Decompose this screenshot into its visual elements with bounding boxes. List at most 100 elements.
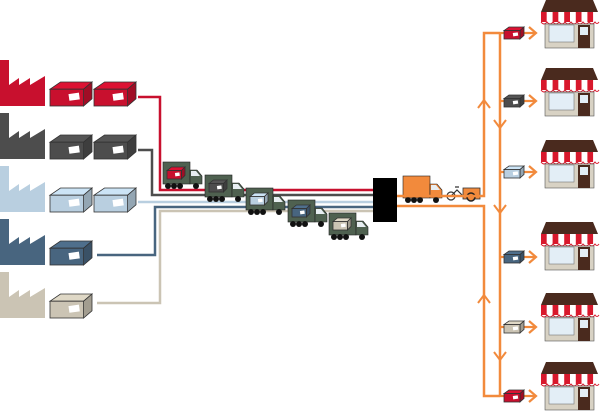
trucks [162,161,369,240]
truck-window [316,209,325,214]
supplier-row-dark-gray [0,113,138,160]
truck-wheel [359,234,365,240]
awning-stripe [541,152,547,162]
store-window [548,317,575,336]
awning-stripe [570,80,576,90]
box-label [512,171,519,176]
awning-edge [540,314,600,318]
awning-stripe [546,152,553,162]
store-icon-5 [540,293,600,342]
awning-stripe [541,305,547,315]
awning-stripe [575,374,582,384]
store-door-window [580,167,588,175]
awning-stripe [575,152,582,162]
truck-cargo-area [402,175,431,199]
truck-wheel [213,196,219,202]
store-awning [540,374,600,387]
truck-wheel [296,221,302,227]
truck-parcel-icon [165,166,186,180]
box-label [112,92,124,101]
truck-wheel [276,209,282,215]
store-awning [540,234,600,247]
delivery-truck-icon [402,175,443,203]
factory-icon [0,60,45,106]
awning-stripe [593,234,599,244]
truck-wheel [405,197,411,203]
last-mile [397,26,538,403]
route-line-north [397,31,500,198]
awning-stripe [546,234,553,244]
factory-icon [0,272,45,318]
awning-stripe [593,374,599,384]
truck-wheel [337,234,343,240]
store-parcel-icon [502,250,526,264]
arrow-up-icon [477,293,491,304]
awning-stripe [552,80,559,90]
awning-stripe [581,305,588,315]
awning-stripe [575,12,582,22]
box-front [503,254,521,264]
parcel-box-icon [48,134,94,160]
awning-stripe [558,234,565,244]
distribution-hub [373,178,397,222]
awning-edge [540,383,600,387]
factory-icon [0,219,45,265]
awning-stripe [593,152,599,162]
awning-stripe [541,80,547,90]
box-front [291,208,307,218]
factory-icon [0,166,45,212]
store-icon-2 [540,68,600,117]
awning-stripe [546,80,553,90]
awning-stripe [564,374,570,384]
truck-wheel [254,209,260,215]
truck-light-blue [245,187,286,215]
awning-stripe [552,12,559,22]
store-roof [541,140,598,152]
supplier-row-light-blue [0,166,138,213]
awning-stripe [564,152,570,162]
awning-stripe [575,305,582,315]
box-label [512,256,519,261]
stores [540,0,600,411]
awning-edge [540,89,600,93]
truck-wheel [248,209,254,215]
box-label [112,198,124,207]
awning-stripe [587,305,594,315]
routes [97,95,373,305]
store-roof [541,68,598,80]
truck-steel-blue [287,199,328,227]
awning-stripe [558,374,565,384]
box-front [503,393,521,403]
store-parcel-icon [502,26,526,40]
store-roof [541,222,598,234]
truck-wheel [171,183,177,189]
box-label [512,326,519,331]
box-label [68,145,80,154]
store-awning [540,80,600,93]
truck-window [191,171,200,176]
store-icon-4 [540,222,600,271]
parcel-box-icon [92,81,138,107]
store-icon-6 [540,362,600,411]
awning-stripe [581,80,588,90]
parcel-box-icon [48,240,94,266]
truck-wheel [411,197,417,203]
box-front [249,196,265,206]
truck-window [233,184,242,189]
awning-stripe [552,152,559,162]
awning-stripe [558,80,565,90]
awning-stripe [587,12,594,22]
awning-stripe [541,374,547,384]
store-window [548,246,575,265]
awning-stripe [546,374,553,384]
truck-wheel [260,209,266,215]
truck-wheel [165,183,171,189]
awning-stripe [570,374,576,384]
store-awning [540,12,600,25]
awning-stripe [575,80,582,90]
awning-stripe [587,374,594,384]
truck-dark-gray [204,174,245,202]
store-roof [541,362,598,374]
box-label [68,92,80,101]
